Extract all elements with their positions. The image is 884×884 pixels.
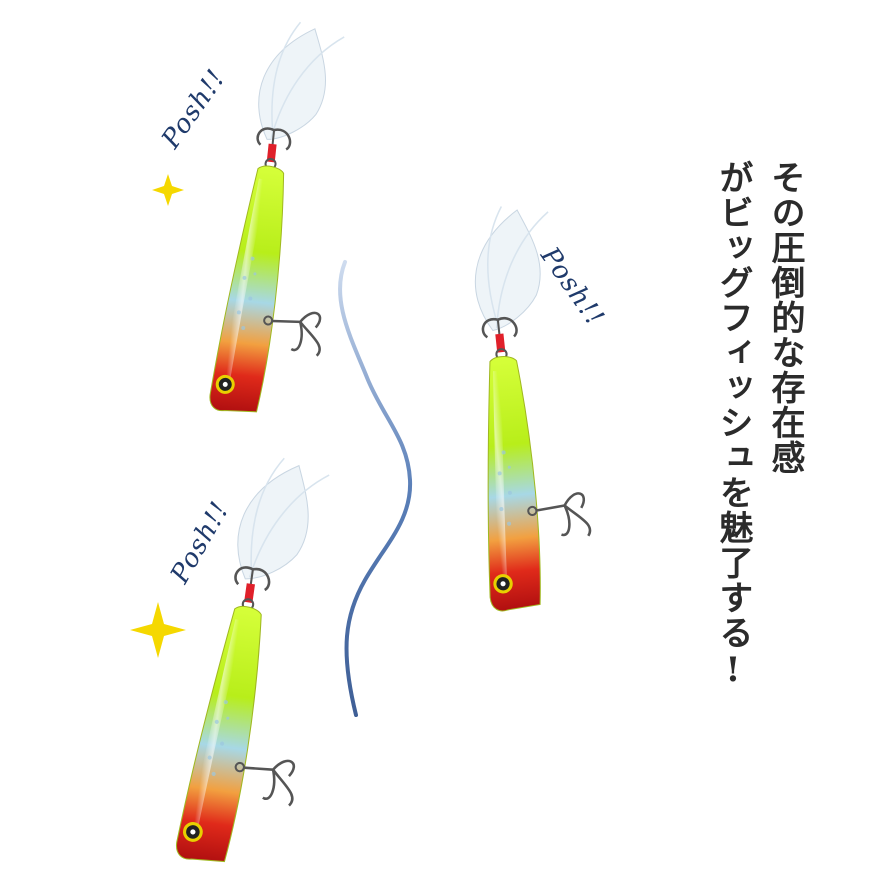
headline-line-1: その圧倒的な存在感 <box>765 160 805 475</box>
sparkle-icon <box>130 602 186 658</box>
posh-sound-effect: Posh!! <box>156 64 232 155</box>
popper-lure-icon <box>209 17 354 420</box>
posh-sound-effect: Posh!! <box>534 241 610 332</box>
posh-sound-effect: Posh!! <box>165 496 236 589</box>
water-line-decoration <box>338 260 413 717</box>
sparkle-icon <box>152 174 184 206</box>
headline-line-2: がビッグフィッシュを魅了する! <box>713 160 753 691</box>
popper-lure-icon <box>450 201 598 612</box>
